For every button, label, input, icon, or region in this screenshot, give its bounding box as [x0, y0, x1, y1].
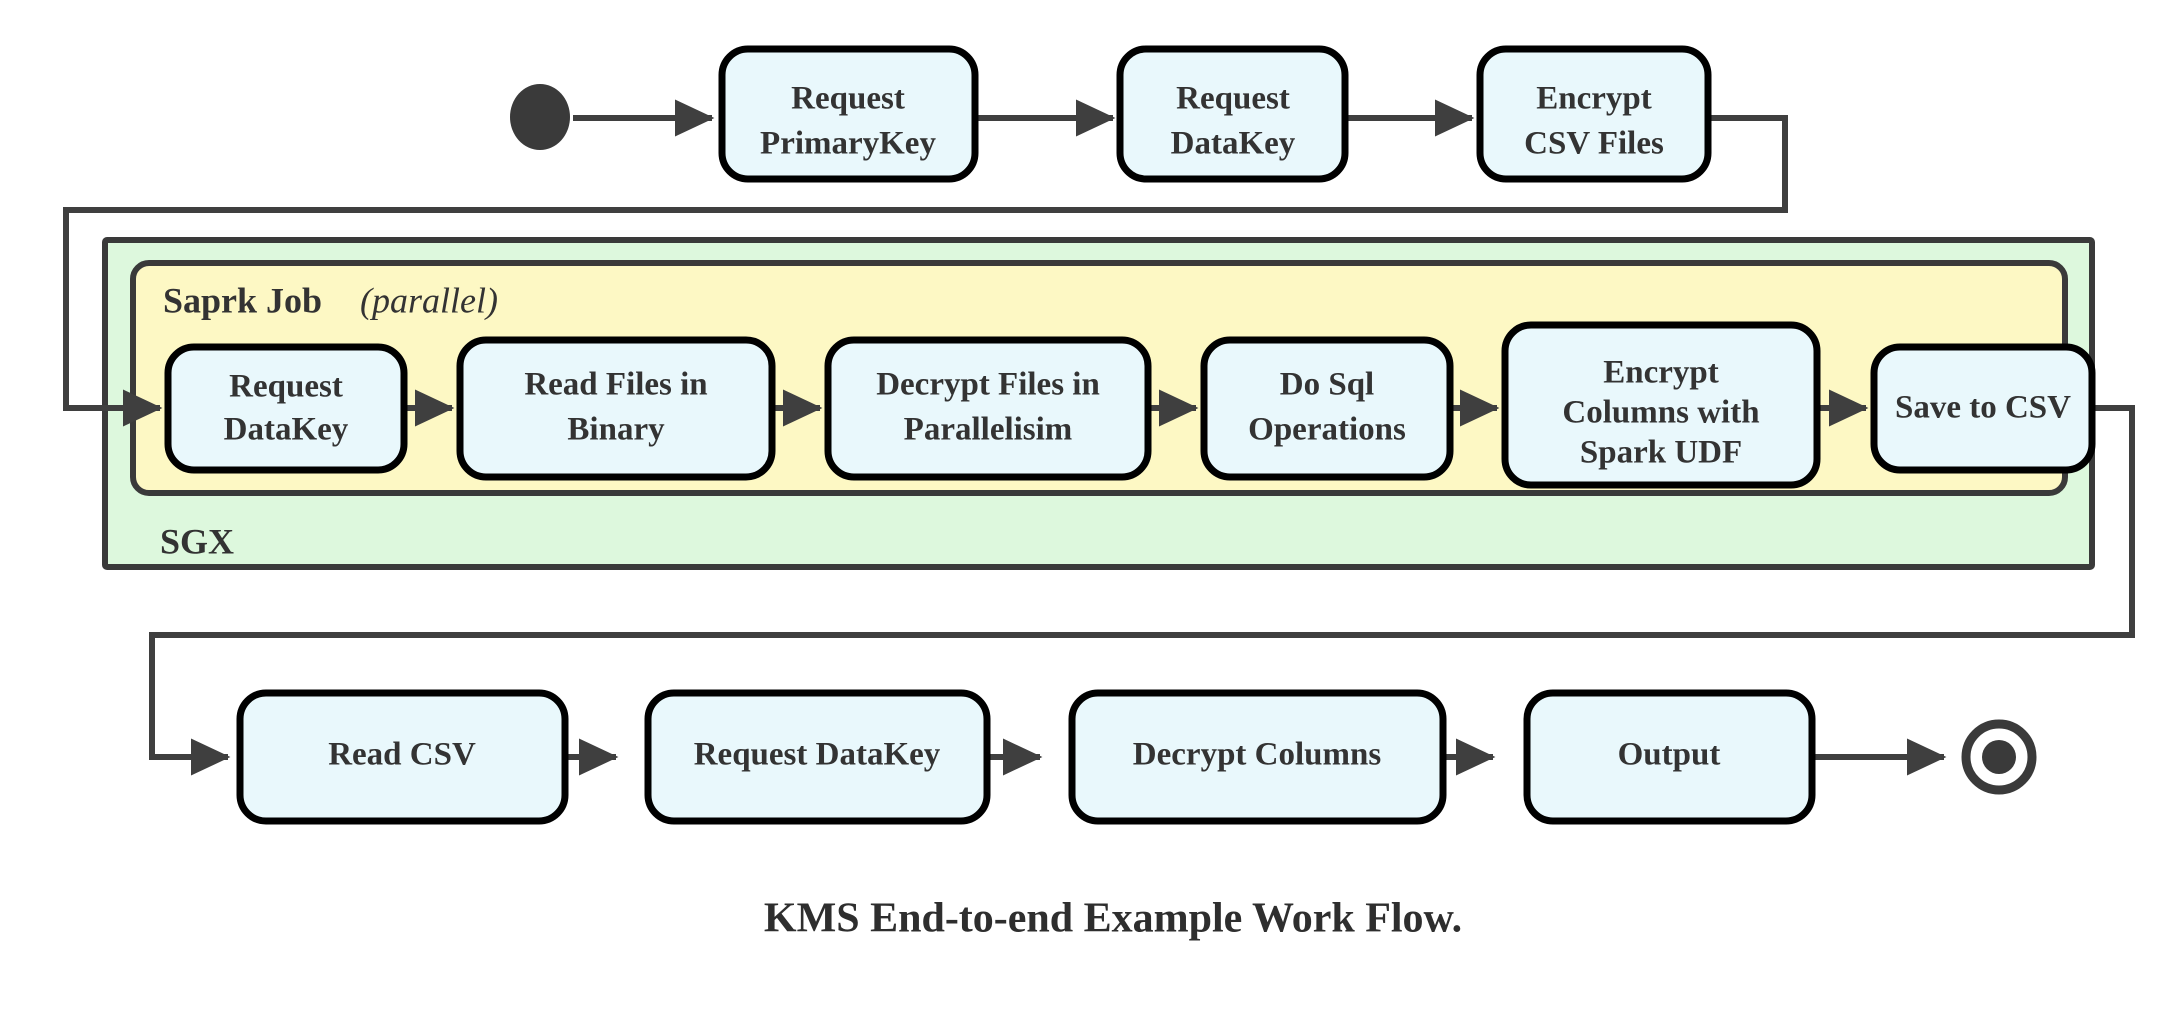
node-decrypt-columns-line-0: Decrypt Columns — [1133, 737, 1382, 773]
node-encrypt-columns-with-spark-udf-rect[interactable] — [1501, 321, 1821, 489]
node-request-datakey-top-line-0: Request — [1176, 81, 1290, 117]
node-decrypt-columns-rect[interactable] — [1068, 689, 1447, 825]
node-output-rect[interactable] — [1523, 689, 1816, 825]
node-do-sql-operations-rect[interactable] — [1200, 336, 1454, 481]
spark-job-container-label: Saprk Job — [163, 280, 322, 320]
node-request-primarykey[interactable]: Request PrimaryKey — [718, 45, 979, 183]
node-do-sql-operations-line-1: Operations — [1248, 412, 1406, 448]
node-request-datakey-spark-line-1: DataKey — [224, 412, 349, 448]
node-request-datakey-spark-rect[interactable] — [164, 343, 408, 474]
node-request-datakey-top-line-1: DataKey — [1171, 126, 1296, 162]
node-read-csv-rect[interactable] — [236, 689, 569, 825]
node-decrypt-files-in-parallelisim-line-0: Decrypt Files in — [876, 367, 1100, 403]
node-request-datakey-top[interactable]: Request DataKey — [1116, 45, 1349, 183]
node-decrypt-columns[interactable]: Decrypt Columns — [1068, 689, 1447, 825]
node-read-files-in-binary-line-1: Binary — [567, 412, 665, 448]
node-request-datakey-top-rect[interactable] — [1116, 45, 1349, 183]
node-encrypt-columns-with-spark-udf[interactable]: Encrypt Columns with Spark UDF — [1501, 321, 1821, 489]
edge-encrypt-csv-to-spark-request-datakey — [63, 115, 1788, 427]
node-output[interactable]: Output — [1523, 689, 1816, 825]
node-encrypt-csv-files[interactable]: Encrypt CSV Files — [1476, 45, 1712, 183]
node-encrypt-columns-with-spark-udf-line-2: Spark UDF — [1580, 435, 1742, 471]
node-request-primarykey-line-1: PrimaryKey — [760, 126, 936, 162]
node-request-datakey-bottom-rect[interactable] — [644, 689, 991, 825]
node-read-csv-line-0: Read CSV — [328, 737, 476, 773]
node-request-datakey-bottom-line-0: Request DataKey — [694, 737, 941, 773]
spark-job-parallel-label: (parallel) — [360, 280, 498, 320]
node-request-datakey-spark[interactable]: Request DataKey — [164, 343, 408, 474]
node-do-sql-operations-line-0: Do Sql — [1280, 367, 1374, 403]
node-read-files-in-binary[interactable]: Read Files in Binary — [456, 336, 776, 481]
edges — [63, 99, 2135, 776]
node-request-datakey-bottom[interactable]: Request DataKey — [644, 689, 991, 825]
sgx-container-label: SGX — [160, 521, 234, 561]
node-encrypt-csv-files-line-1: CSV Files — [1524, 126, 1664, 162]
start-node-icon — [510, 84, 570, 150]
node-decrypt-files-in-parallelisim-rect[interactable] — [824, 336, 1152, 481]
node-save-to-csv-rect[interactable] — [1870, 343, 2096, 474]
end-node-icon — [1961, 719, 2037, 795]
node-encrypt-csv-files-rect[interactable] — [1476, 45, 1712, 183]
node-save-to-csv-line-0: Save to CSV — [1895, 390, 2071, 426]
node-request-datakey-spark-line-0: Request — [229, 369, 343, 405]
node-read-files-in-binary-rect[interactable] — [456, 336, 776, 481]
node-request-primarykey-rect[interactable] — [718, 45, 979, 183]
node-encrypt-columns-with-spark-udf-line-0: Encrypt — [1603, 355, 1719, 391]
node-read-csv[interactable]: Read CSV — [236, 689, 569, 825]
node-save-to-csv[interactable]: Save to CSV — [1870, 343, 2096, 474]
node-decrypt-files-in-parallelisim[interactable]: Decrypt Files in Parallelisim — [824, 336, 1152, 481]
node-encrypt-csv-files-line-0: Encrypt — [1536, 81, 1652, 117]
node-output-line-0: Output — [1618, 737, 1721, 773]
edge-save-csv-to-read-csv — [149, 405, 2135, 776]
node-encrypt-columns-with-spark-udf-line-1: Columns with — [1562, 395, 1759, 431]
node-decrypt-files-in-parallelisim-line-1: Parallelisim — [904, 412, 1073, 448]
node-request-primarykey-line-0: Request — [791, 81, 905, 117]
node-read-files-in-binary-line-0: Read Files in — [524, 367, 707, 403]
diagram-caption: KMS End-to-end Example Work Flow. — [764, 896, 1462, 942]
node-do-sql-operations[interactable]: Do Sql Operations — [1200, 336, 1454, 481]
